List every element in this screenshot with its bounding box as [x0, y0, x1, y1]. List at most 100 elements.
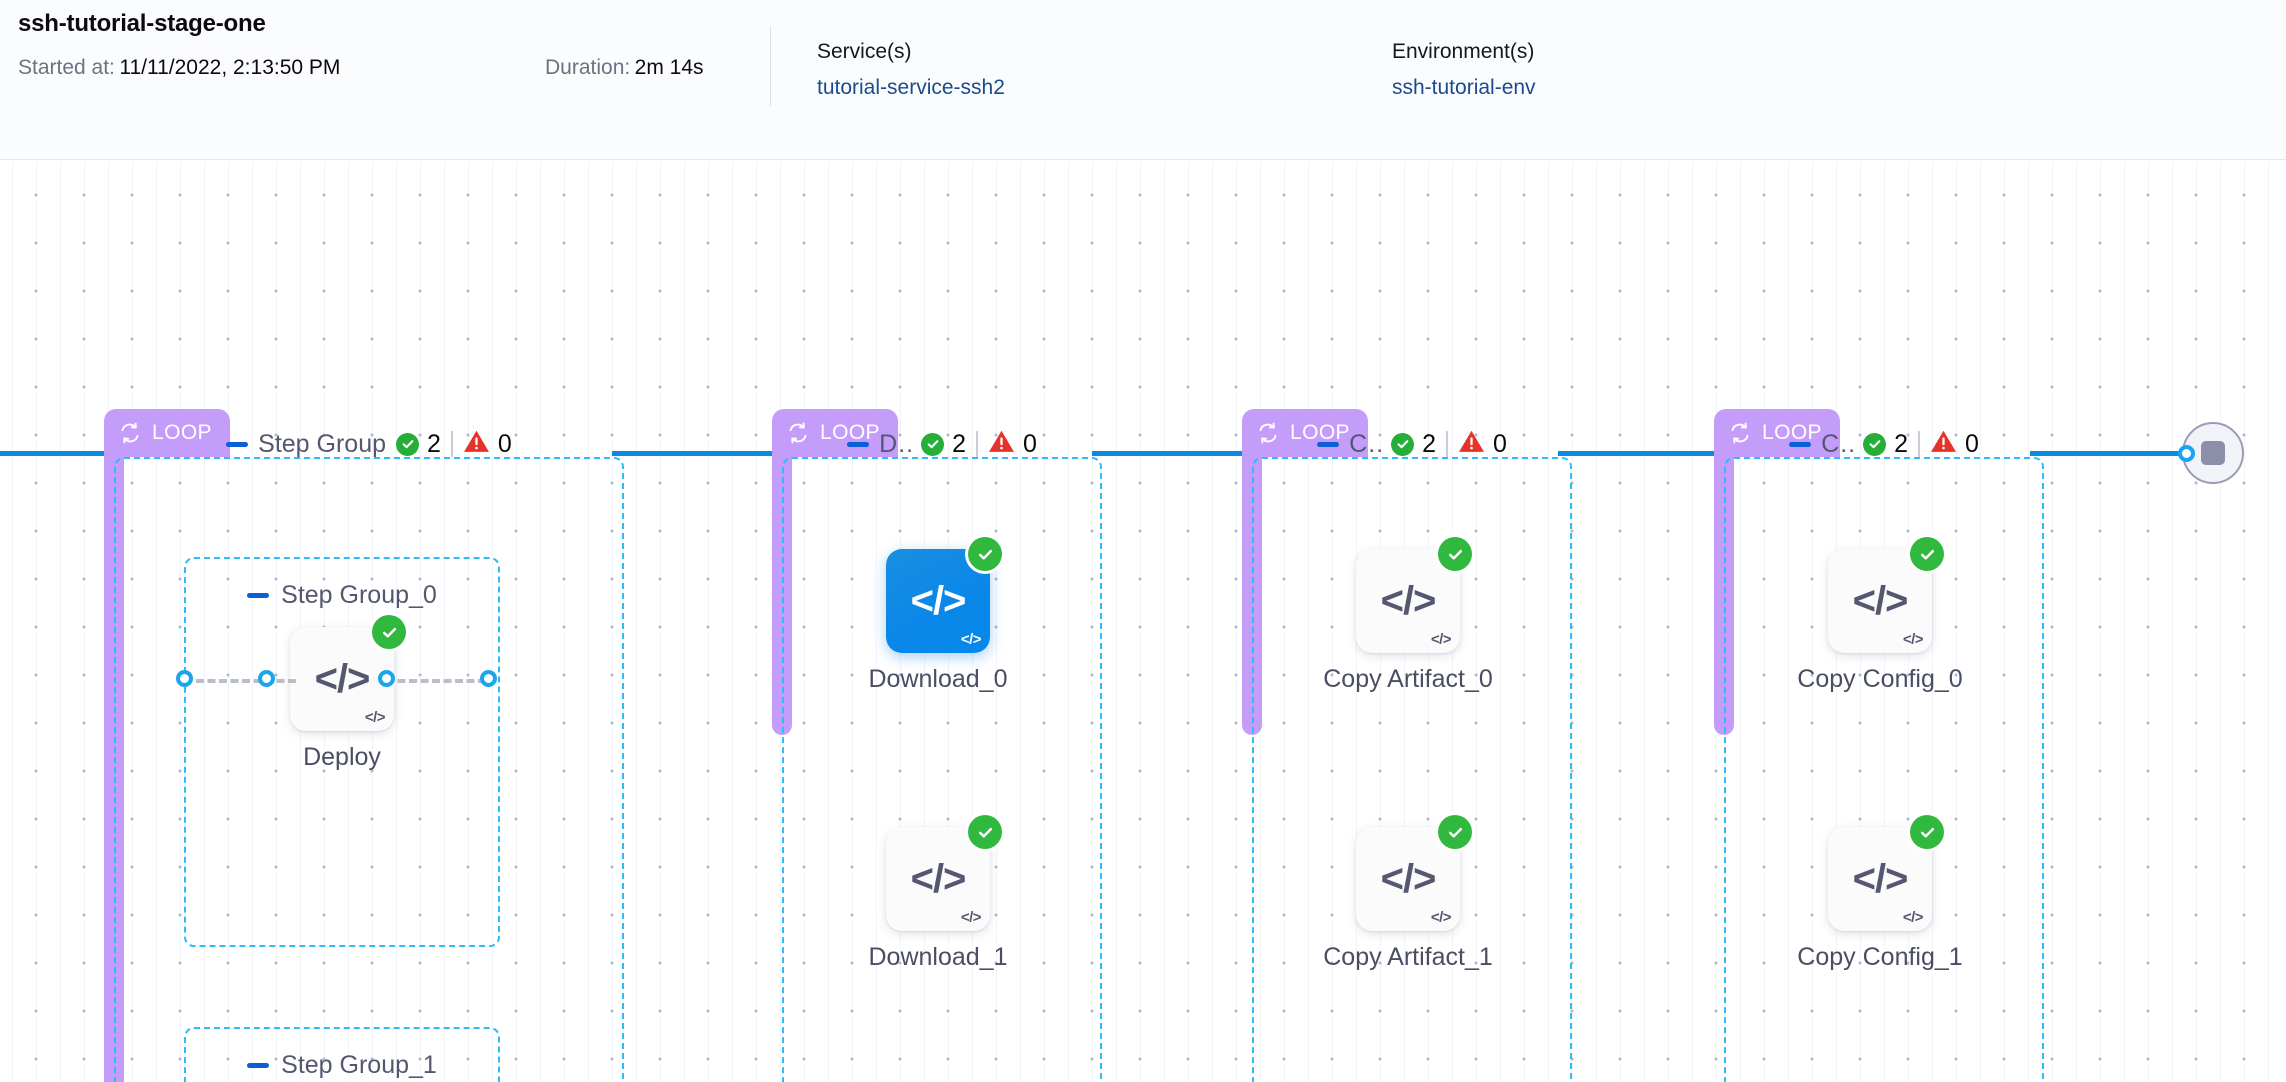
- code-icon: </>: [910, 579, 967, 623]
- node-copy-config-1: </> </> Copy Config_1: [1797, 815, 1963, 971]
- node-download-0: </> </> Download_0: [869, 537, 1008, 693]
- port-node-right[interactable]: [378, 670, 395, 687]
- code-icon: </>: [1380, 579, 1437, 623]
- node-status-success-icon: [1910, 537, 1944, 571]
- loop-badge[interactable]: LOOP: [104, 409, 230, 457]
- node-label: Download_0: [868, 665, 1008, 693]
- loop-icon: [786, 421, 810, 445]
- loop-group-download: LOOP D… 2 0: [772, 409, 1102, 1082]
- edge-start-to-group-1: [0, 451, 104, 456]
- error-count-value: 0: [1493, 429, 1507, 458]
- header-divider: [770, 26, 771, 106]
- success-count: 2: [1391, 430, 1436, 459]
- count-separator: [976, 431, 978, 457]
- group-header: C… 2 0: [1252, 429, 1572, 459]
- collapse-toggle-icon[interactable]: [226, 441, 249, 447]
- node-status-success-icon: [1910, 815, 1944, 849]
- group-name: D…: [879, 429, 911, 458]
- loop-badge[interactable]: LOOP: [772, 409, 898, 457]
- warning-triangle-icon: [1458, 429, 1485, 459]
- sub-group-header: Step Group_1: [186, 1051, 498, 1080]
- sub-group-name: Step Group_0: [281, 581, 437, 609]
- node-card[interactable]: </> </>: [886, 537, 1002, 653]
- group-header: C… 2 0: [1724, 429, 2044, 459]
- node-card[interactable]: </> </>: [1828, 815, 1944, 931]
- services-title: Service(s): [817, 40, 912, 63]
- node-download-1: </> </> Download_1: [869, 815, 1008, 971]
- node-card[interactable]: </> </>: [290, 615, 406, 731]
- loop-badge-label: LOOP: [152, 421, 212, 444]
- port-far-right[interactable]: [480, 670, 497, 687]
- dash-link-right: [386, 679, 486, 683]
- edge-group-4-to-end: [2030, 451, 2190, 456]
- success-count: 2: [921, 430, 966, 459]
- sub-group-name: Step Group_1: [281, 1051, 437, 1079]
- error-count: 0: [1458, 429, 1507, 459]
- success-count: 2: [396, 430, 441, 459]
- loop-badge-label: LOOP: [1290, 421, 1350, 444]
- success-count: 2: [1863, 430, 1908, 459]
- count-separator: [1918, 431, 1920, 457]
- error-count: 0: [463, 429, 512, 459]
- check-icon: [1391, 432, 1415, 456]
- loop-icon: [118, 421, 142, 445]
- port-far-left[interactable]: [176, 670, 193, 687]
- code-small-icon: </>: [1430, 909, 1452, 926]
- environments-title: Environment(s): [1392, 40, 1535, 63]
- node-card[interactable]: </> </>: [1356, 815, 1472, 931]
- services-link[interactable]: tutorial-service-ssh2: [817, 76, 1005, 99]
- check-icon: [1863, 432, 1887, 456]
- loop-group-copy-artifact: LOOP C… 2 0: [1242, 409, 1572, 1082]
- node-copy-artifact-1: </> </> Copy Artifact_1: [1323, 815, 1493, 971]
- node-label: Deploy: [303, 743, 381, 771]
- node-card[interactable]: </> </>: [1356, 537, 1472, 653]
- started-at: Started at: 11/11/2022, 2:13:50 PM: [18, 56, 340, 80]
- group-boundary: [1724, 457, 2044, 1082]
- sub-step-group-1: Step Group_1 </> </>: [184, 1027, 500, 1082]
- started-at-label: Started at:: [18, 56, 115, 79]
- node-status-success-icon: [968, 537, 1002, 571]
- node-card[interactable]: </> </>: [1828, 537, 1944, 653]
- edge-group-1-to-group-2: [612, 451, 772, 456]
- collapse-toggle-icon[interactable]: [247, 1063, 270, 1068]
- code-icon: </>: [1852, 857, 1909, 901]
- pipeline-canvas[interactable]: LOOP Step Group 2 0: [0, 161, 2286, 1082]
- node-status-success-icon: [1438, 815, 1472, 849]
- loop-group-copy-config: LOOP C… 2 0: [1714, 409, 2044, 1082]
- warning-triangle-icon: [463, 429, 490, 459]
- port-node-left[interactable]: [258, 670, 275, 687]
- loop-badge[interactable]: LOOP: [1242, 409, 1368, 457]
- duration-value: 2m 14s: [634, 56, 704, 79]
- collapse-toggle-icon[interactable]: [847, 441, 870, 447]
- collapse-toggle-icon[interactable]: [1317, 441, 1340, 447]
- group-boundary: [114, 457, 624, 1082]
- duration: Duration: 2m 14s: [545, 56, 704, 80]
- group-header: D… 2 0: [782, 429, 1102, 459]
- node-label: Copy Config_1: [1797, 943, 1963, 971]
- loop-badge[interactable]: LOOP: [1714, 409, 1840, 457]
- check-icon: [396, 432, 420, 456]
- pipeline-end-node[interactable]: [2182, 422, 2244, 484]
- count-separator: [450, 431, 453, 457]
- collapse-toggle-icon[interactable]: [247, 593, 270, 598]
- node-card[interactable]: </> </>: [886, 815, 1002, 931]
- group-header: Step Group 2 0: [114, 429, 624, 459]
- success-count-value: 2: [1422, 429, 1436, 458]
- loop-badge-label: LOOP: [820, 421, 880, 444]
- end-node-port[interactable]: [2178, 445, 2195, 462]
- group-name: C…: [1349, 429, 1381, 458]
- edge-group-2-to-group-3: [1092, 451, 1242, 456]
- node-copy-config-0: </> </> Copy Config_0: [1797, 537, 1963, 693]
- collapse-toggle-icon[interactable]: [1789, 441, 1812, 447]
- code-icon: </>: [910, 857, 967, 901]
- code-small-icon: </>: [960, 909, 982, 926]
- node-label: Copy Artifact_0: [1323, 665, 1493, 693]
- code-small-icon: </>: [1902, 631, 1924, 648]
- edge-group-3-to-group-4: [1558, 451, 1714, 456]
- dash-link-left: [196, 679, 296, 683]
- success-count-value: 2: [952, 429, 966, 458]
- node-label: Copy Config_0: [1797, 665, 1963, 693]
- environments-link[interactable]: ssh-tutorial-env: [1392, 76, 1536, 99]
- success-count-value: 2: [427, 429, 441, 458]
- node-label: Download_1: [868, 943, 1008, 971]
